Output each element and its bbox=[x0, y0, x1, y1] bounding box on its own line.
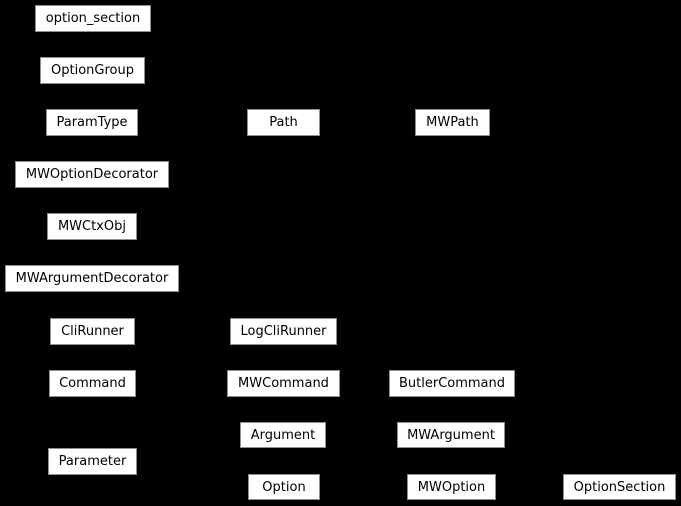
class-node-CliRunner[interactable]: CliRunner bbox=[50, 318, 135, 345]
class-node-Option[interactable]: Option bbox=[248, 474, 320, 500]
class-node-MWOption[interactable]: MWOption bbox=[407, 474, 496, 500]
class-node-option_section[interactable]: option_section bbox=[35, 5, 151, 32]
class-node-Argument[interactable]: Argument bbox=[240, 422, 326, 448]
class-node-MWArgumentDecorator[interactable]: MWArgumentDecorator bbox=[5, 265, 179, 292]
class-node-MWCommand[interactable]: MWCommand bbox=[227, 370, 340, 397]
class-node-MWPath[interactable]: MWPath bbox=[415, 109, 490, 136]
class-node-OptionSection[interactable]: OptionSection bbox=[563, 474, 676, 500]
class-node-LogCliRunner[interactable]: LogCliRunner bbox=[230, 318, 337, 345]
class-node-ParamType[interactable]: ParamType bbox=[46, 109, 138, 136]
class-node-MWCtxObj[interactable]: MWCtxObj bbox=[47, 213, 137, 240]
class-node-Command[interactable]: Command bbox=[49, 370, 136, 397]
class-node-MWOptionDecorator[interactable]: MWOptionDecorator bbox=[15, 161, 169, 188]
class-node-Parameter[interactable]: Parameter bbox=[48, 448, 137, 475]
class-node-Path[interactable]: Path bbox=[247, 109, 320, 136]
class-node-OptionGroup[interactable]: OptionGroup bbox=[40, 57, 145, 84]
class-node-MWArgument[interactable]: MWArgument bbox=[397, 422, 505, 448]
class-node-ButlerCommand[interactable]: ButlerCommand bbox=[389, 370, 515, 397]
